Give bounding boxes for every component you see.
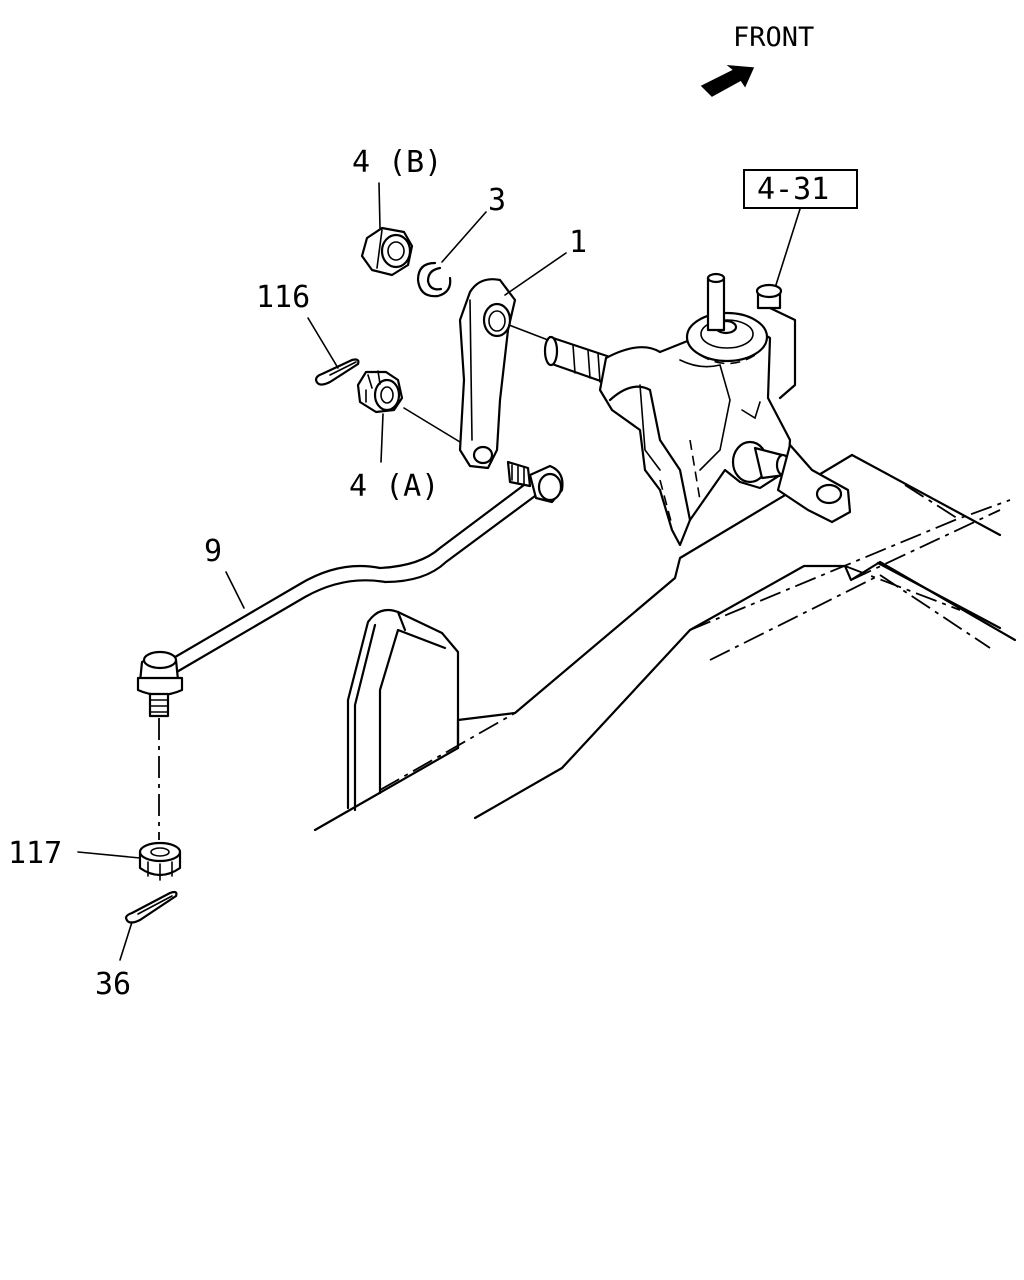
cotter-pin-116: [314, 358, 360, 386]
front-arrow-icon: [700, 65, 755, 97]
reference-label: 4-31: [757, 172, 829, 207]
callout-4a: 4 (A): [349, 469, 439, 504]
leader-lines: [77, 182, 567, 961]
callout-labels: 4 (B) 3 1 116 4 (A) 9 117 36: [8, 145, 587, 1002]
callout-116: 116: [256, 280, 310, 315]
pitman-arm: [458, 278, 549, 470]
callout-9: 9: [204, 534, 222, 569]
front-indicator: FRONT: [700, 22, 814, 97]
nut-4b: [360, 226, 414, 277]
callout-3: 3: [488, 183, 506, 218]
snap-ring-3: [416, 261, 452, 298]
cotter-pin-36: [124, 890, 178, 924]
reference-box: 4-31: [743, 169, 858, 289]
castle-nut-117: [138, 841, 182, 881]
callout-117: 117: [8, 836, 62, 871]
callout-36: 36: [95, 967, 131, 1002]
chassis-frame: [313, 453, 1017, 832]
front-label: FRONT: [733, 22, 814, 53]
drag-link-9: [136, 460, 564, 840]
steering-gear-box: [543, 272, 852, 547]
callout-4b: 4 (B): [352, 145, 442, 180]
callout-1: 1: [569, 225, 587, 260]
castle-nut-4a: [356, 370, 461, 443]
